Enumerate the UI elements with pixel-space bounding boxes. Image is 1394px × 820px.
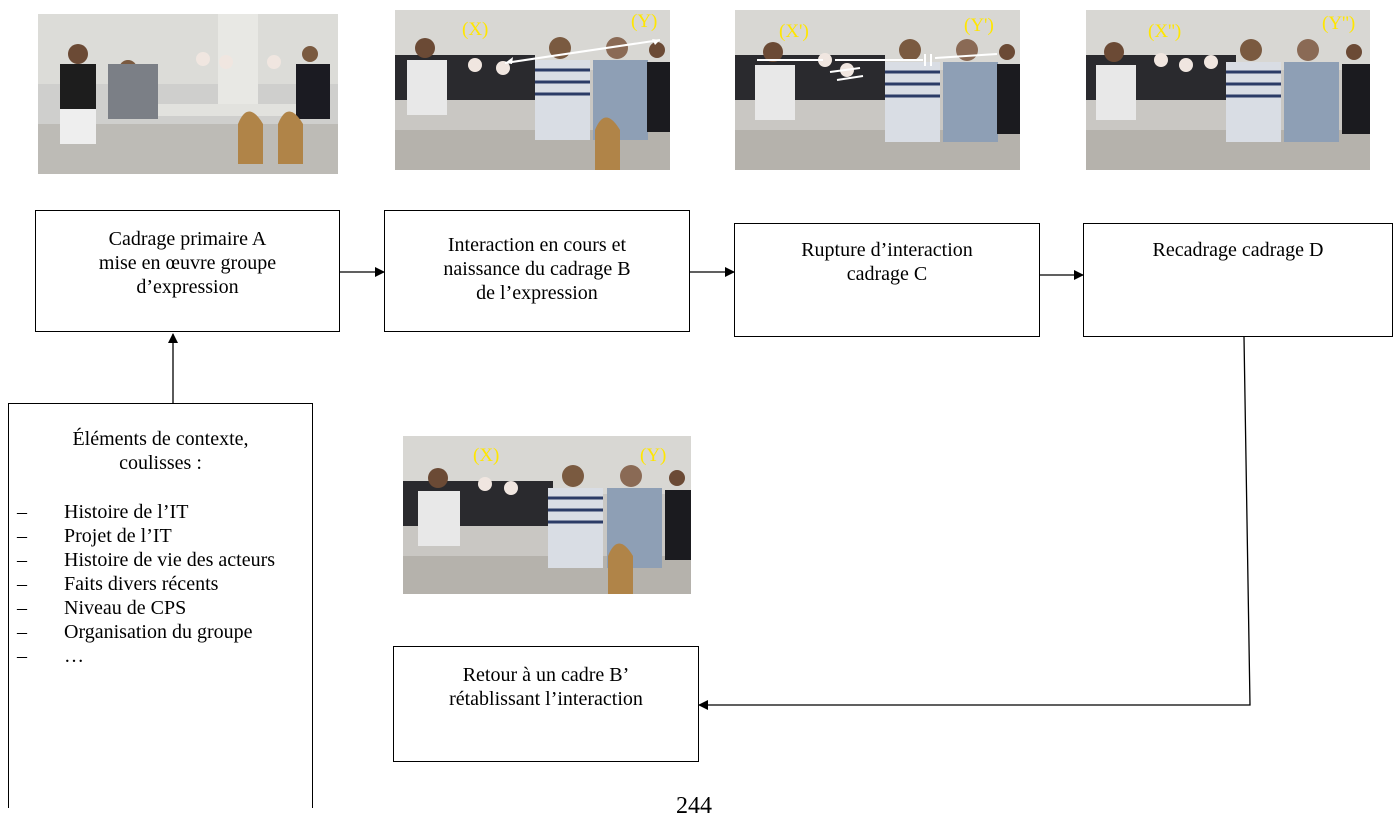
box-cadrage-c: Rupture d’interaction cadrage C bbox=[734, 223, 1040, 337]
photo-cadrage-b-prime: (X) (Y) bbox=[403, 436, 691, 594]
box-cadrage-b-text: Interaction en cours et naissance du cad… bbox=[443, 234, 631, 304]
photo-cadrage-a bbox=[38, 14, 338, 174]
context-list: –Histoire de l’IT –Projet de l’IT –Histo… bbox=[9, 500, 312, 668]
box-cadrage-b: Interaction en cours et naissance du cad… bbox=[384, 210, 690, 332]
page-number: 244 bbox=[676, 793, 712, 819]
list-item: –Organisation du groupe bbox=[17, 621, 253, 643]
photo-label-y-double-prime: (Y'') bbox=[1322, 13, 1356, 34]
photo-label-y: (Y) bbox=[631, 11, 658, 32]
photo-label-x-prime: (X') bbox=[779, 21, 809, 42]
box-cadrage-a: Cadrage primaire A mise en œuvre groupe … bbox=[35, 210, 340, 332]
photo-label-x: (X) bbox=[462, 19, 489, 40]
list-item: –Faits divers récents bbox=[17, 573, 219, 595]
box-cadrage-d: Recadrage cadrage D bbox=[1083, 223, 1393, 337]
box-cadre-b-prime-text: Retour à un cadre B’ rétablissant l’inte… bbox=[449, 664, 643, 710]
arrow-d-to-b-prime bbox=[698, 336, 1251, 710]
photo-cadrage-d: (X'') (Y'') bbox=[1086, 10, 1370, 170]
box-cadrage-d-text: Recadrage cadrage D bbox=[1152, 239, 1324, 261]
list-item: –Niveau de CPS bbox=[17, 597, 187, 619]
box-cadre-b-prime: Retour à un cadre B’ rétablissant l’inte… bbox=[393, 646, 699, 762]
list-item: –… bbox=[17, 645, 84, 667]
box-cadrage-a-text: Cadrage primaire A mise en œuvre groupe … bbox=[98, 228, 277, 298]
photo-cadrage-b: (X) (Y) bbox=[395, 10, 670, 170]
photo-label-y-prime: (Y') bbox=[964, 15, 994, 36]
photo-label-x: (X) bbox=[473, 445, 500, 466]
context-title: Éléments de contexte, coulisses : bbox=[72, 428, 249, 474]
box-cadrage-c-text: Rupture d’interaction cadrage C bbox=[801, 239, 973, 285]
photo-label-x-double-prime: (X'') bbox=[1148, 21, 1182, 42]
list-item: –Projet de l’IT bbox=[17, 525, 172, 547]
list-item: –Histoire de vie des acteurs bbox=[17, 549, 276, 571]
context-box: Éléments de contexte, coulisses : –Histo… bbox=[8, 403, 313, 808]
list-item: –Histoire de l’IT bbox=[17, 501, 189, 523]
photo-cadrage-c: (X') (Y') bbox=[735, 10, 1020, 170]
photo-label-y: (Y) bbox=[640, 445, 667, 466]
